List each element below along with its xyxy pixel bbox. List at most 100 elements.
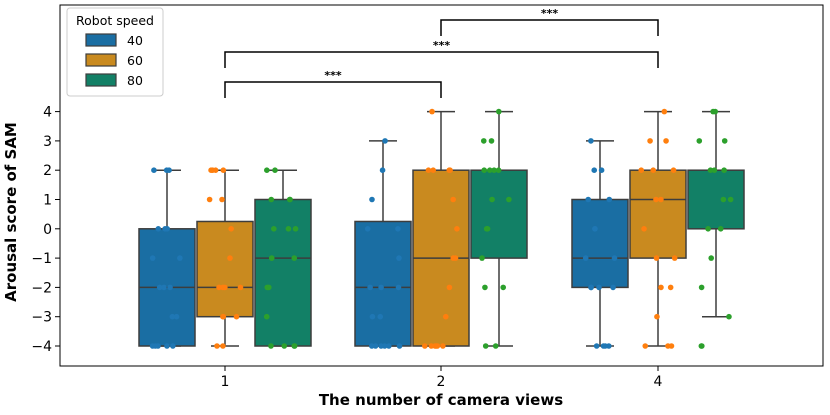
data-point — [593, 343, 600, 349]
data-point — [216, 284, 222, 291]
box-40-views-2 — [354, 140, 412, 347]
data-point — [219, 196, 225, 203]
data-point — [169, 313, 176, 320]
data-point — [170, 343, 176, 349]
data-point — [386, 343, 392, 349]
data-point — [727, 196, 734, 203]
bracket-line — [224, 81, 442, 98]
data-point — [480, 138, 487, 144]
data-point — [378, 284, 384, 291]
data-point — [500, 284, 507, 291]
box-body — [629, 169, 687, 259]
data-point — [173, 313, 180, 320]
data-point — [611, 255, 618, 261]
data-point — [378, 343, 384, 349]
data-point — [364, 226, 371, 232]
data-point — [495, 167, 502, 173]
data-point — [166, 167, 172, 173]
data-point — [263, 313, 270, 320]
significance-bracket-1-4: *** — [224, 39, 659, 68]
data-point — [429, 108, 435, 115]
data-point — [156, 284, 163, 291]
data-point — [491, 167, 497, 173]
data-point — [228, 226, 234, 232]
legend-swatch-40 — [85, 33, 117, 47]
x-tick-label: 4 — [654, 374, 663, 390]
box-40-views-4 — [571, 140, 629, 347]
box-body — [687, 169, 745, 230]
data-point — [481, 167, 487, 173]
data-point — [450, 255, 457, 261]
data-point — [488, 138, 495, 144]
data-point — [650, 167, 657, 173]
data-point — [588, 138, 594, 144]
data-point — [272, 167, 278, 173]
box-40-views-1 — [138, 169, 196, 347]
data-point — [495, 108, 502, 115]
legend-swatch-60 — [85, 53, 117, 67]
data-point — [707, 167, 714, 173]
data-point — [698, 284, 705, 291]
y-tick-label: −4 — [31, 339, 52, 355]
box-body — [254, 198, 312, 347]
y-tick-label: 3 — [43, 134, 52, 150]
data-point — [220, 167, 227, 173]
data-point — [717, 226, 724, 232]
data-point — [454, 226, 460, 232]
data-point — [220, 313, 227, 320]
box-body — [354, 220, 412, 347]
data-point — [264, 167, 270, 173]
data-point — [382, 138, 388, 144]
data-point — [668, 343, 675, 349]
data-point — [268, 255, 275, 261]
data-point — [598, 167, 605, 173]
data-point — [698, 343, 705, 349]
data-point — [422, 343, 428, 349]
data-point — [212, 167, 219, 173]
data-point — [271, 226, 277, 232]
data-point — [591, 167, 598, 173]
box-80-views-4 — [687, 110, 745, 318]
data-point — [369, 196, 375, 203]
data-point — [285, 226, 292, 232]
legend-label-40: 40 — [127, 33, 143, 48]
box-60-views-1 — [196, 169, 254, 347]
y-tick-label: −3 — [31, 310, 52, 326]
data-point — [446, 284, 453, 291]
box-body — [196, 220, 254, 318]
data-point — [233, 313, 240, 320]
data-point — [396, 343, 403, 349]
data-point — [396, 255, 402, 261]
data-point — [721, 167, 727, 173]
box-60-views-2 — [412, 110, 470, 347]
data-point — [395, 284, 402, 291]
data-point — [596, 284, 602, 291]
data-point — [658, 284, 664, 291]
x-tick-label: 1 — [221, 374, 230, 390]
data-point — [482, 343, 489, 349]
data-point — [647, 138, 653, 144]
data-point — [220, 343, 226, 349]
data-point — [227, 255, 233, 261]
data-point — [641, 226, 647, 232]
data-point — [710, 108, 716, 115]
data-point — [369, 313, 376, 320]
data-point — [265, 284, 272, 291]
y-tick-label: 2 — [43, 163, 52, 179]
data-point — [368, 343, 375, 349]
data-point — [606, 196, 613, 203]
data-point — [721, 138, 728, 144]
data-point — [482, 284, 488, 291]
data-point — [425, 167, 432, 173]
y-tick-label: 4 — [43, 105, 52, 121]
data-point — [653, 196, 659, 203]
legend-swatch-80 — [85, 73, 117, 87]
data-point — [291, 343, 298, 349]
x-axis-title: The number of camera views — [319, 391, 563, 409]
data-point — [492, 343, 499, 349]
data-point — [450, 196, 456, 203]
data-point — [663, 138, 669, 144]
data-point — [206, 196, 213, 203]
